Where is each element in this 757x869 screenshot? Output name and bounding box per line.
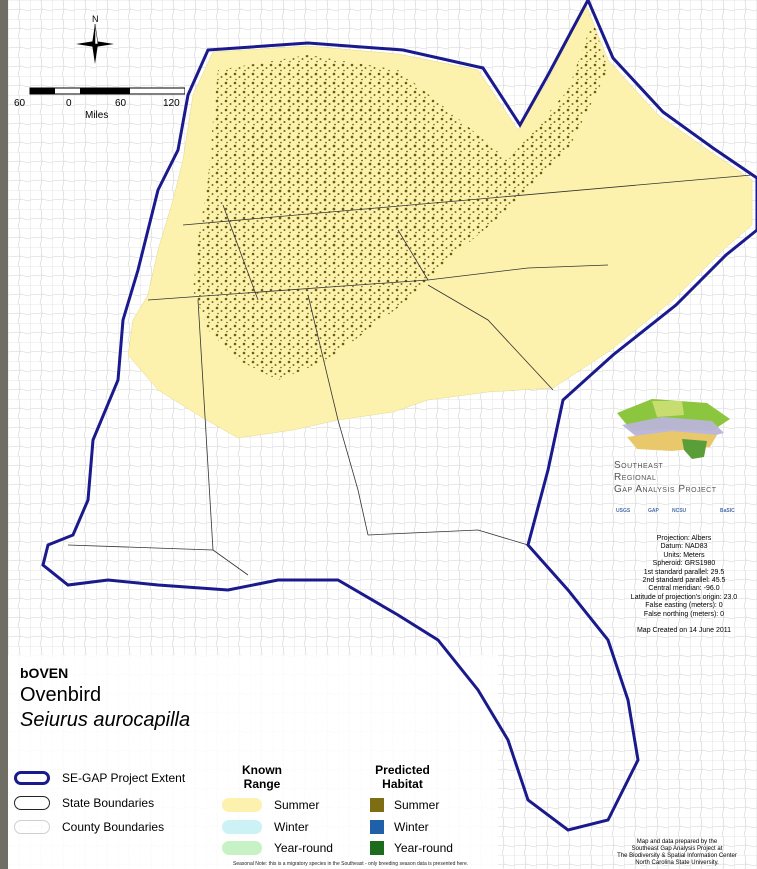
predicted-habitat-summer <box>193 20 608 380</box>
scale-tick-3: 120 <box>163 98 180 109</box>
projection-line: 1st standard parallel: 29.5 <box>643 568 725 576</box>
projection-line: False easting (meters): 0 <box>645 602 723 610</box>
map-page: N 60 0 60 120 Miles bOVEN Ovenbird Seiur… <box>8 0 757 869</box>
known-yearround-swatch <box>222 841 262 855</box>
projection-line: Datum: NAD83 <box>660 543 708 551</box>
segap-logo-icon <box>617 399 730 459</box>
projection-info: Projection: Albers Datum: NAD83 Units: M… <box>614 535 754 635</box>
partner-logo-usgs: USGS <box>616 508 631 514</box>
state-boundaries <box>67 174 753 576</box>
compass-north-label: N <box>92 14 99 24</box>
projection-line: 2nd standard parallel: 45.5 <box>642 577 726 585</box>
habitat-yearround-swatch <box>370 841 384 855</box>
partner-logo-basic: BaSIC <box>720 508 735 514</box>
scale-tick-2: 60 <box>115 98 127 109</box>
projection-line <box>614 619 754 627</box>
habitat-winter-swatch <box>370 820 384 834</box>
legend-project-extent: SE-GAP Project Extent <box>14 771 185 785</box>
scale-unit: Miles <box>85 110 109 121</box>
known-winter-swatch <box>222 820 262 834</box>
projection-line: Spheroid: GRS1980 <box>652 560 716 568</box>
state-boundary-swatch <box>14 796 50 810</box>
projection-line: Latitude of projection's origin: 23.0 <box>630 593 738 601</box>
county-boundary-swatch <box>14 820 50 834</box>
project-extent-swatch <box>14 771 50 785</box>
projection-line: Central meridian: -96.0 <box>648 585 720 593</box>
partner-logo-gap: GAP <box>648 508 659 514</box>
scale-tick-1: 0 <box>66 98 72 109</box>
legend-state-boundaries-label: State Boundaries <box>62 796 155 810</box>
species-scientific-name: Seiurus aurocapilla <box>20 709 191 731</box>
legend-known-yearround: Year-round <box>222 841 333 855</box>
projection-line: Units: Meters <box>663 551 705 559</box>
legend-county-boundaries: County Boundaries <box>14 820 164 834</box>
segap-logo-text: Southeast Regional Gap Analysis Project <box>614 460 717 495</box>
legend-known-winter: Winter <box>222 820 309 834</box>
seasonal-note: Seasonal Note: this is a migratory speci… <box>233 861 469 867</box>
legend-county-boundaries-label: County Boundaries <box>62 820 165 834</box>
scale-tick-0: 60 <box>14 98 26 109</box>
legend-known-summer: Summer <box>222 798 319 812</box>
partner-logo-ncsu: NCSU <box>672 508 687 514</box>
legend-habitat-winter: Winter <box>370 820 429 834</box>
legend-state-boundaries: State Boundaries <box>14 796 154 810</box>
species-common-name: Ovenbird <box>20 684 102 706</box>
map-created-date: Map Created on 14 June 2011 <box>636 627 732 635</box>
known-range-heading: Known Range <box>242 763 282 791</box>
range-map <box>8 0 757 869</box>
legend-habitat-yearround: Year-round <box>370 841 453 855</box>
scale-bar <box>29 87 185 95</box>
compass-rose-icon <box>76 23 114 64</box>
map-credits: Map and data prepared by the Southeast G… <box>617 839 737 866</box>
projection-line: False northing (meters): 0 <box>643 610 725 618</box>
projection-line: Projection: Albers <box>656 535 712 542</box>
habitat-summer-swatch <box>370 798 384 812</box>
predicted-habitat-heading: Predicted Habitat <box>375 763 430 791</box>
legend-project-extent-label: SE-GAP Project Extent <box>62 771 186 785</box>
known-summer-swatch <box>222 798 262 812</box>
project-extent <box>41 0 757 832</box>
species-code: bOVEN <box>20 665 69 681</box>
legend-habitat-summer: Summer <box>370 798 439 812</box>
